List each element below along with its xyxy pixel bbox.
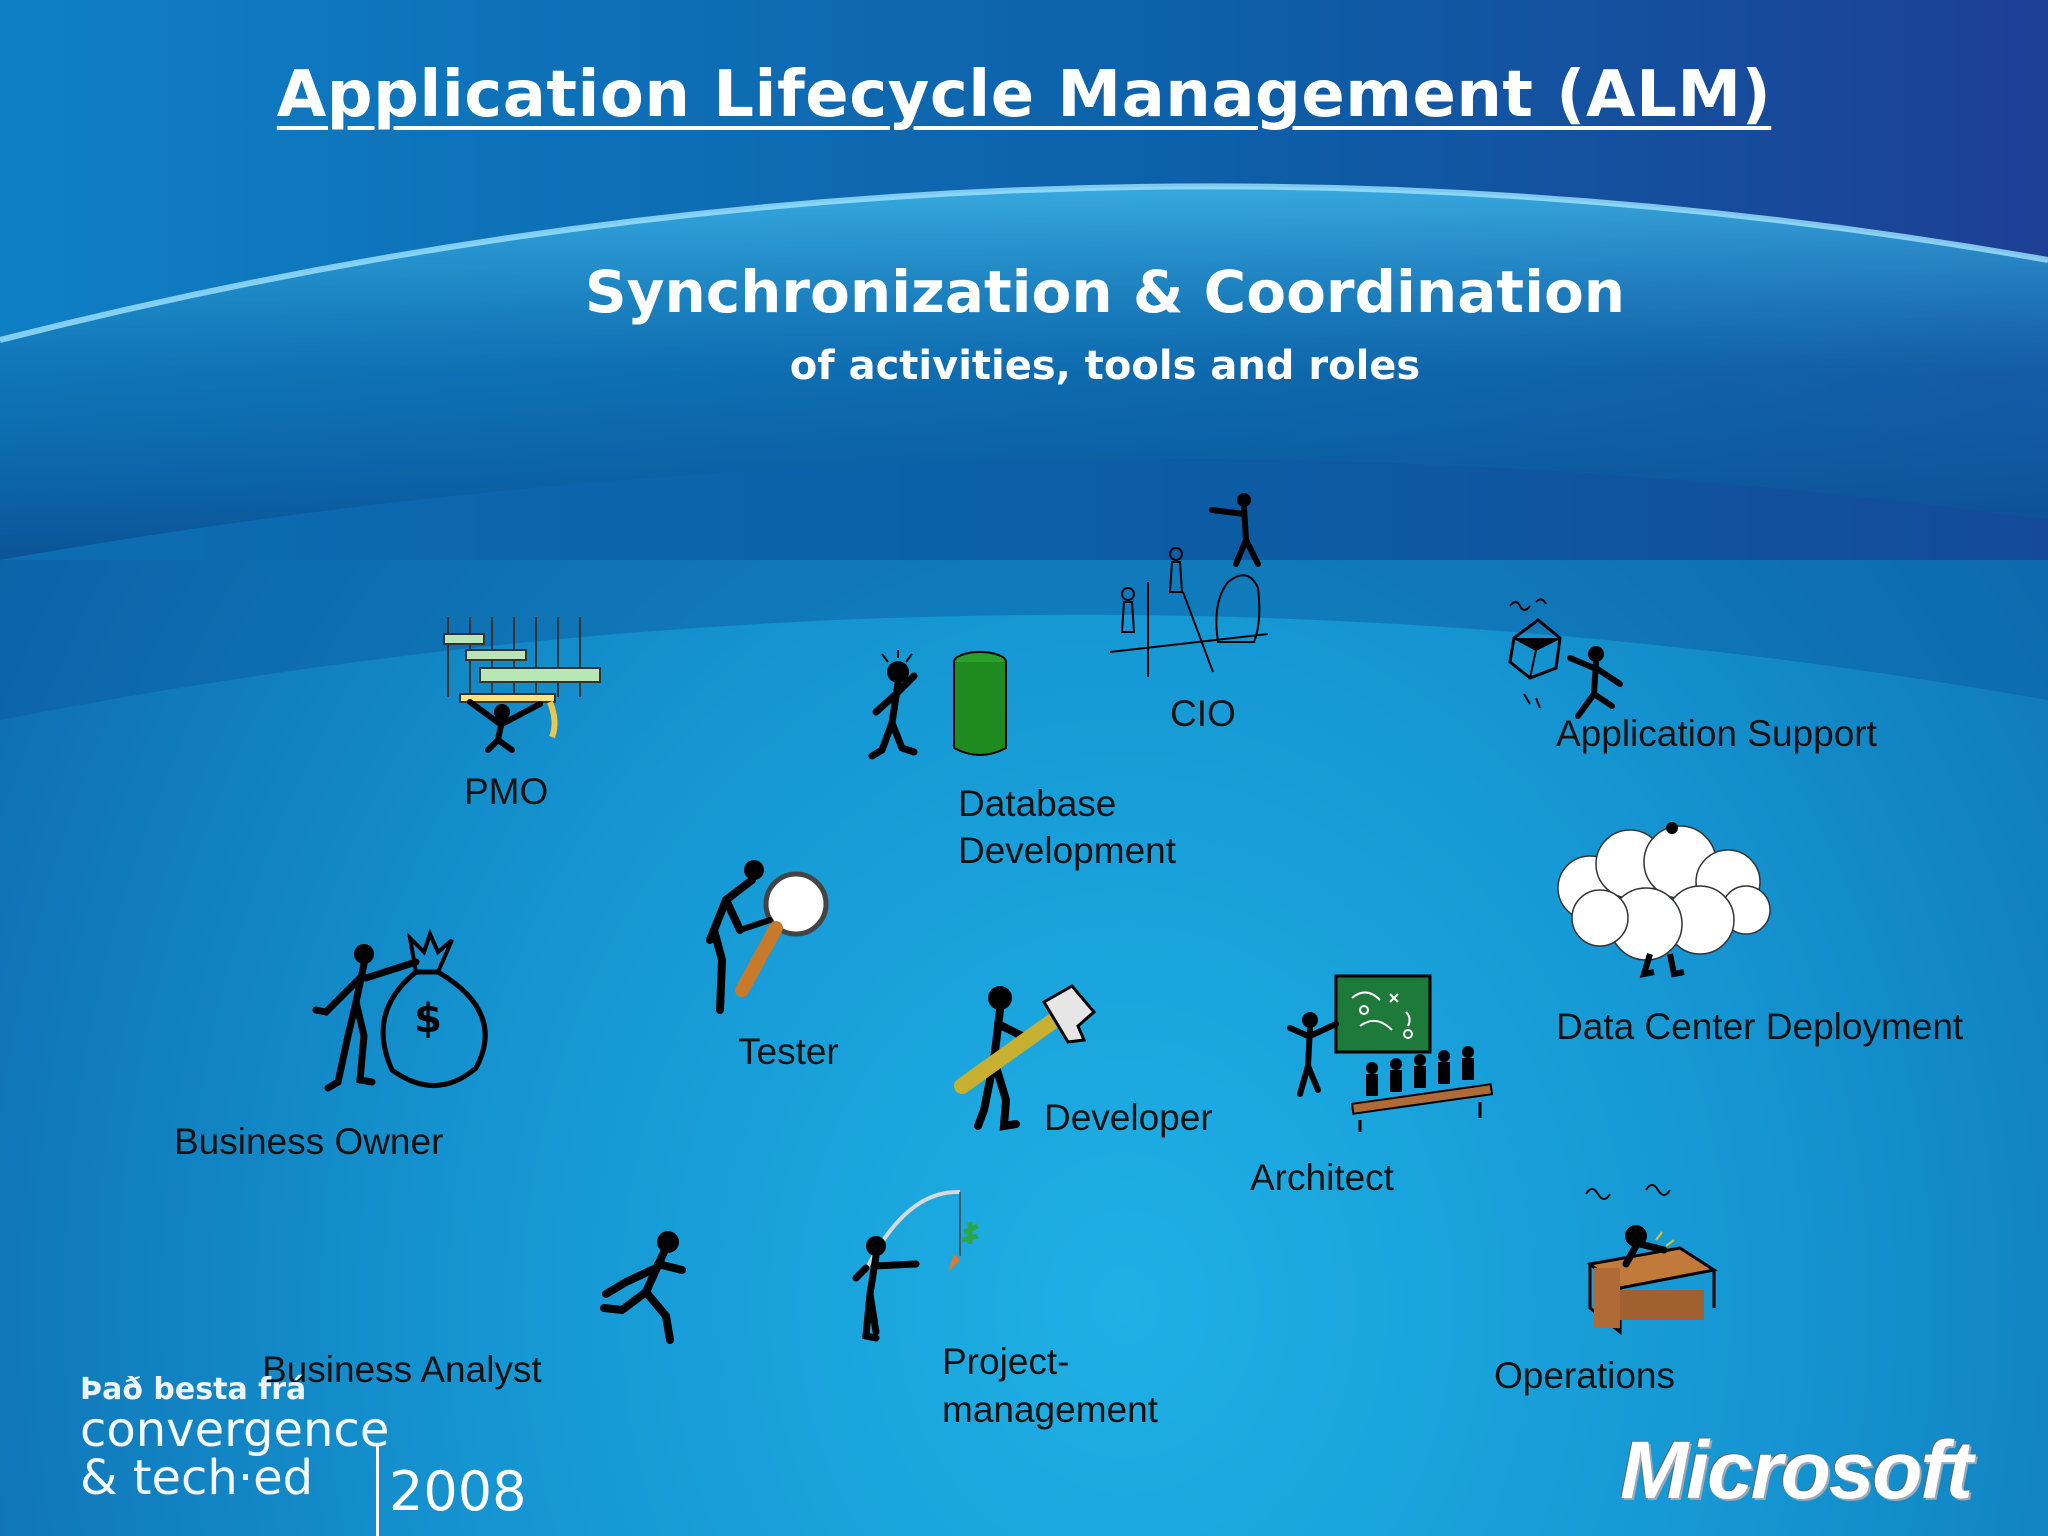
role-label-operations: Operations: [1494, 1355, 1675, 1396]
svg-text:$: $: [414, 996, 442, 1042]
developer-hammer-figure-icon: [954, 984, 1097, 1131]
event-name-line1: convergence: [80, 1402, 390, 1458]
slide-title: Application Lifecycle Management (ALM): [276, 58, 1772, 132]
role-label-pmo: PMO: [464, 771, 549, 812]
event-name-line2: & tech·ed: [80, 1450, 314, 1506]
role-label-database-line1: Database: [958, 783, 1117, 824]
event-tagline: Það besta frá: [80, 1372, 307, 1407]
event-logo: Það besta frá convergence & tech·ed 2008: [80, 1372, 526, 1536]
slide-subtitle: Synchronization & Coordination: [584, 258, 1626, 326]
cio-chess-figure-icon: [1109, 493, 1269, 677]
role-label-architect: Architect: [1250, 1157, 1394, 1198]
business-owner-money-bag-figure-icon: $: [312, 928, 488, 1092]
role-label-business-owner: Business Owner: [174, 1121, 444, 1162]
slide-subtitle-detail: of activities, tools and roles: [789, 343, 1421, 389]
database-developer-figure-icon: [868, 650, 1007, 760]
role-label-data-center: Data Center Deployment: [1556, 1006, 1964, 1047]
role-label-developer: Developer: [1044, 1097, 1213, 1138]
project-management-fishing-figure-icon: [852, 1189, 979, 1342]
event-year: 2008: [376, 1444, 526, 1536]
role-label-app-support: Application Support: [1556, 713, 1877, 754]
role-label-project-line2: management: [942, 1389, 1158, 1430]
role-label-tester: Tester: [738, 1031, 839, 1072]
role-label-cio: CIO: [1170, 693, 1236, 734]
role-label-project-line1: Project-: [942, 1341, 1070, 1382]
business-analyst-figure-icon: [600, 1231, 686, 1344]
pmo-gantt-figure-icon: [443, 617, 601, 753]
application-support-figure-icon: [1508, 598, 1623, 719]
data-center-cloud-figure-icon: [1557, 822, 1771, 978]
role-label-database-line2: Development: [958, 830, 1177, 871]
role-label-business-analyst: Business Analyst: [262, 1349, 542, 1390]
architect-chalkboard-figure-icon: [1287, 974, 1494, 1132]
tester-magnifier-figure-icon: [706, 860, 829, 1014]
operations-desk-figure-icon: [1585, 1184, 1718, 1336]
microsoft-logo: Microsoft: [1620, 1425, 1973, 1516]
